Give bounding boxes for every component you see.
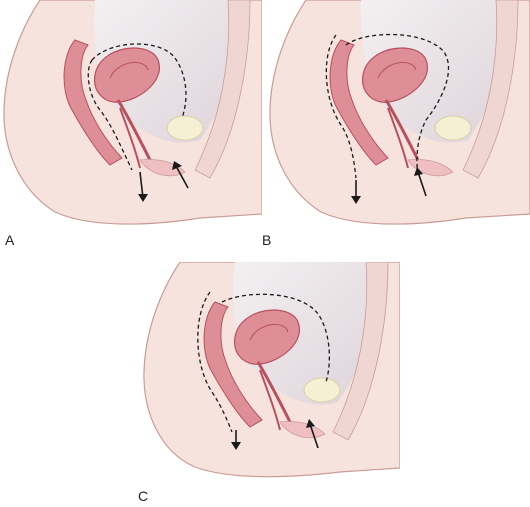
rectum: [387, 107, 409, 169]
pelvic-cavity: [232, 262, 388, 405]
arrow-left-head: [138, 194, 148, 202]
uterus: [361, 47, 429, 103]
spine-band: [194, 0, 251, 179]
arrow-left: [139, 171, 144, 199]
arrow-right-head: [414, 167, 423, 176]
bladder: [166, 115, 204, 141]
uterus-inner: [249, 324, 289, 341]
vagina: [384, 99, 420, 161]
rectum: [119, 107, 141, 169]
panel-b: B: [262, 0, 530, 248]
colon: [63, 39, 123, 166]
panel-label-a: A: [5, 232, 15, 248]
uterus: [233, 309, 301, 365]
arrow-right-head: [172, 161, 182, 170]
spine-band: [332, 262, 389, 441]
peritoneal-line-2: [221, 293, 330, 383]
bladder: [434, 115, 472, 141]
pelvic-sagittal-diagram-a: [3, 0, 262, 225]
pelvic-cavity: [93, 0, 250, 143]
arrow-left-head: [351, 196, 361, 204]
perineum: [139, 159, 186, 177]
pelvic-cavity: [360, 0, 518, 143]
arrow-right: [175, 165, 189, 189]
panel-label-b: B: [262, 232, 272, 248]
peritoneal-line: [87, 59, 133, 171]
peritoneal-line-2: [91, 43, 187, 119]
bladder: [303, 377, 341, 403]
uterus: [93, 47, 161, 103]
arrow-left-head: [231, 442, 241, 450]
uterus-inner: [109, 62, 149, 79]
pelvic-sagittal-diagram-b: [269, 0, 530, 225]
peritoneal-line-2: [345, 33, 450, 179]
arrow-right-head: [306, 419, 315, 428]
panel-c: C: [138, 262, 400, 504]
colon: [203, 301, 263, 428]
uterus-inner: [377, 62, 417, 79]
pelvic-sagittal-diagram-c: [143, 262, 400, 478]
panel-a: A: [0, 0, 262, 248]
arrow-right: [309, 423, 319, 449]
colon: [329, 39, 389, 166]
panel-label-c: C: [138, 488, 149, 504]
vagina: [256, 361, 292, 423]
peritoneal-line: [325, 34, 357, 179]
arrow-right: [417, 171, 427, 197]
vagina: [116, 99, 152, 161]
peritoneal-line: [197, 291, 233, 433]
spine-band: [462, 0, 519, 179]
rectum: [259, 369, 281, 431]
